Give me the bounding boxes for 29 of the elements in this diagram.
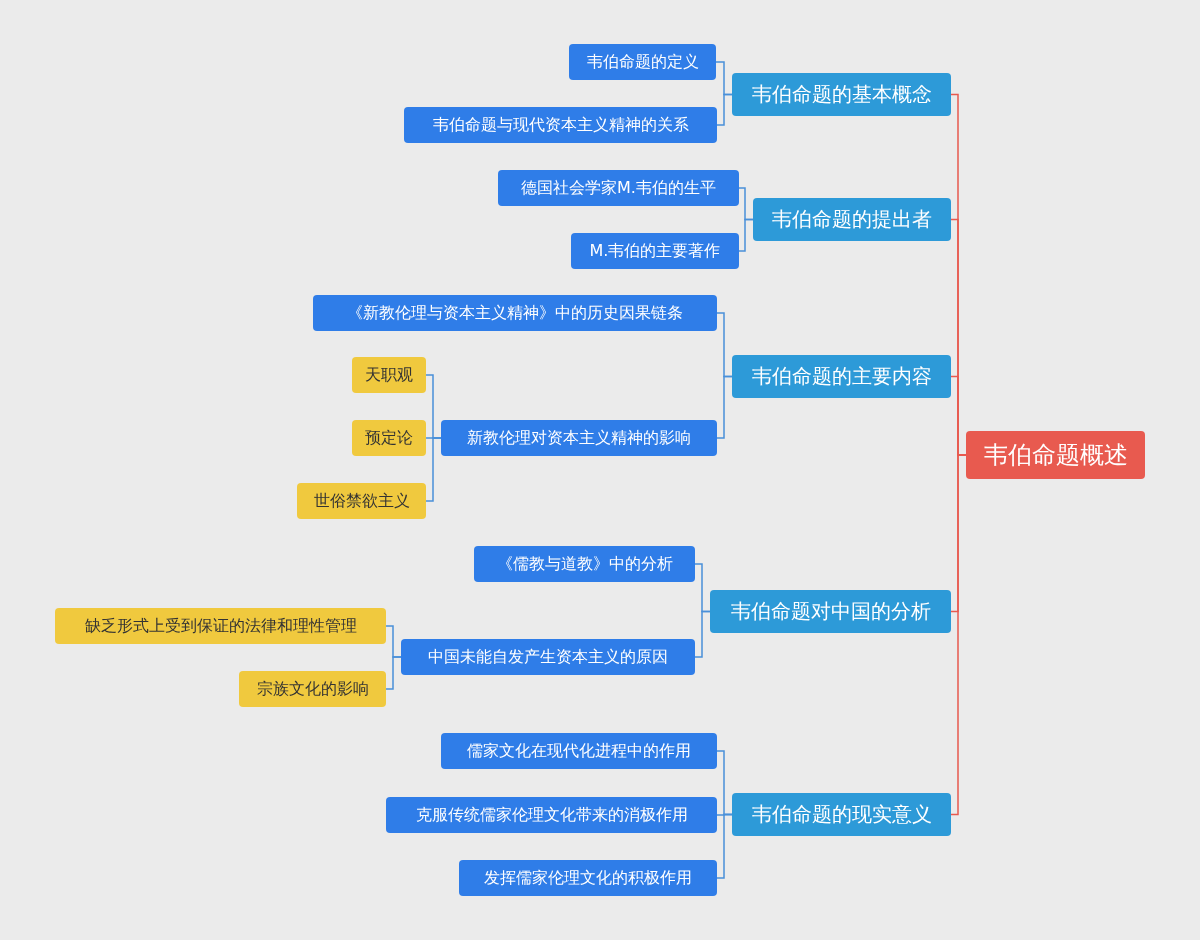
subtopic-box: 中国未能自发产生资本主义的原因 <box>401 639 695 675</box>
main-topic-box: 韦伯命题的提出者 <box>753 198 951 241</box>
main-topic-box: 韦伯命题对中国的分析 <box>710 590 951 633</box>
connector-line <box>716 375 733 439</box>
subtopic-box: 儒家文化在现代化进程中的作用 <box>441 733 717 769</box>
connector-line <box>385 656 402 690</box>
main-topic-box: 韦伯命题的基本概念 <box>732 73 951 116</box>
subtopic-box: 德国社会学家M.韦伯的生平 <box>498 170 739 206</box>
subtopic-box: 发挥儒家伦理文化的积极作用 <box>459 860 717 896</box>
connector-line <box>738 218 754 252</box>
subtopic-box: 克服传统儒家伦理文化带来的消极作用 <box>386 797 717 833</box>
subtopic-box: M.韦伯的主要著作 <box>571 233 739 269</box>
root-topic-box: 韦伯命题概述 <box>966 431 1145 479</box>
connector-line <box>716 93 733 126</box>
subtopic-box: 新教伦理对资本主义精神的影响 <box>441 420 717 456</box>
connector-line <box>694 610 711 658</box>
detail-box: 预定论 <box>352 420 426 456</box>
subtopic-box: 《新教伦理与资本主义精神》中的历史因果链条 <box>313 295 717 331</box>
main-topic-box: 韦伯命题的主要内容 <box>732 355 951 398</box>
connector-line <box>716 813 733 879</box>
subtopic-box: 韦伯命题与现代资本主义精神的关系 <box>404 107 717 143</box>
connector-line <box>425 437 442 502</box>
subtopic-box: 韦伯命题的定义 <box>569 44 716 80</box>
detail-box: 世俗禁欲主义 <box>297 483 426 519</box>
detail-box: 宗族文化的影响 <box>239 671 386 707</box>
detail-box: 天职观 <box>352 357 426 393</box>
main-topic-box: 韦伯命题的现实意义 <box>732 793 951 836</box>
detail-box: 缺乏形式上受到保证的法律和理性管理 <box>55 608 386 644</box>
subtopic-box: 《儒教与道教》中的分析 <box>474 546 695 582</box>
